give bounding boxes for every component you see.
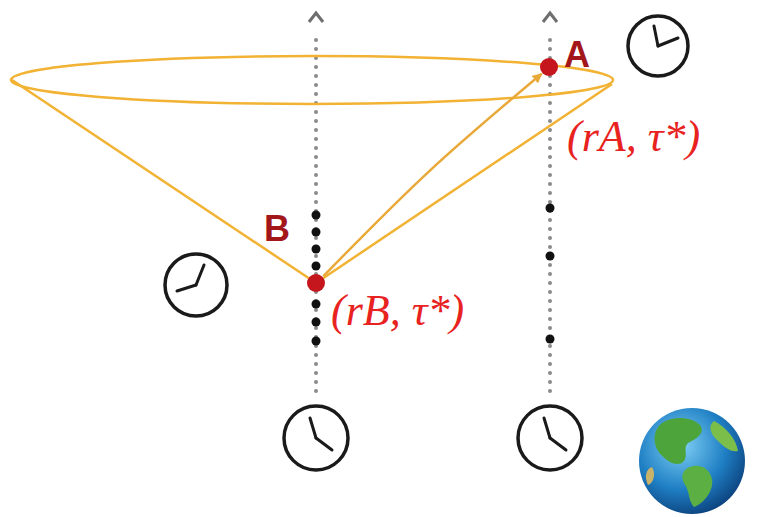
light-signal-arrow [323, 74, 541, 276]
tick-dot [312, 262, 321, 271]
clock-icon [284, 406, 348, 470]
tick-dot [312, 337, 321, 346]
point-label: B [264, 211, 290, 247]
tick-dot [312, 318, 321, 327]
tick-dot [312, 228, 321, 237]
tick-dot [312, 300, 321, 309]
tick-dot [546, 252, 555, 261]
coordinate-label: (rB, τ*) [331, 287, 464, 335]
continent [710, 421, 738, 451]
cone-edge [12, 80, 316, 283]
continent [655, 418, 702, 464]
arrow-tip [543, 13, 557, 22]
tick-dot [312, 245, 321, 254]
clock-icon [518, 406, 582, 470]
light-cone [11, 56, 613, 283]
continent [646, 467, 654, 485]
point-label: A [564, 37, 590, 73]
event-point: B(rB, τ*) [307, 274, 325, 292]
coordinate-label: (rA, τ*) [567, 113, 700, 161]
tick-dot [546, 204, 555, 213]
cone-rim [11, 56, 613, 104]
event-point: A(rA, τ*) [540, 58, 558, 76]
tick-dot [546, 335, 555, 344]
continent [682, 466, 712, 507]
clocks [165, 16, 688, 470]
tick-dot [312, 211, 321, 220]
clock-icon [165, 254, 227, 316]
earth-ocean [639, 408, 745, 514]
arrow-tip [309, 13, 323, 22]
earth-icon [639, 408, 745, 514]
clock-icon [628, 16, 688, 76]
clock-ticks [312, 204, 555, 346]
